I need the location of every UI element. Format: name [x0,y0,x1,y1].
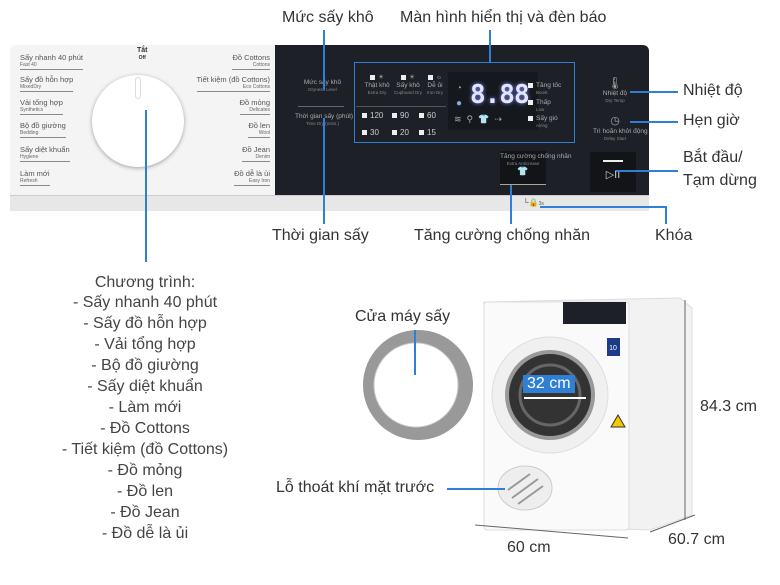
drum-diameter-label: 32 cm [523,375,575,393]
dial-pointer [135,77,141,99]
program-list-item: - Sấy nhanh 40 phút [72,294,218,311]
program-list-item: - Đồ Cottons [100,420,190,437]
callout-line [323,30,325,90]
time-120: 120 [362,111,383,120]
callout-line [145,110,147,262]
dryer-panel [563,302,626,324]
callout-line [414,330,416,375]
callout-anticrease: Tăng cường chống nhăn [414,227,590,244]
drum-icon: ● [456,98,463,109]
program-list-item: - Đồ Jean [110,504,180,521]
time-30: 30 [362,128,379,137]
display-highlight [354,62,575,143]
program-list-item: - Vải tổng hợp [94,336,196,353]
time-60: 60 [419,111,436,120]
callout-line [540,206,665,208]
callout-door: Cửa máy sấy [355,308,451,325]
callout-temp: Nhiệt độ [683,82,743,99]
callout-vent: Lỗ thoát khí mặt trước [276,479,435,496]
warning-icon [610,414,626,428]
door-glass [373,342,459,428]
program-dial[interactable] [92,75,184,167]
callout-lock: Khóa [655,227,693,244]
off-en: Off [138,55,146,61]
callout-display: Màn hình hiển thị và đèn báo [400,9,607,26]
off-vi: Tắt [137,47,148,54]
callout-line [323,118,325,224]
program-list-title: Chương trình: [94,274,196,291]
callout-line [489,30,491,62]
start-indicator [603,160,623,162]
digit-display: 8.88 [470,80,530,110]
clock-icon: ◔ [456,83,463,94]
program-list-item: - Đồ len [116,483,174,500]
callout-delay: Hẹn giờ [683,112,740,129]
program-list-item: - Sấy đồ hỗn hợp [83,315,207,332]
callout-line [447,488,505,490]
callout-line [630,91,678,93]
depth-label: 60.7 cm [668,531,725,548]
dryer-illustration: 10 [363,297,696,539]
program-list-item: - Sấy diệt khuẩn [87,378,203,395]
width-label: 60 cm [507,539,551,556]
play-pause-icon: ▷II [605,169,621,181]
time-90: 90 [392,111,409,120]
callout-dryness: Mức sấy khô [282,9,374,26]
energy-label [607,338,620,356]
height-label: 84.3 cm [700,398,757,415]
callout-line [510,185,512,224]
divider [298,106,344,107]
width-arrow [474,524,629,539]
program-list-item: - Tiết kiệm (đồ Cottons) [61,441,229,458]
callout-pause: Tạm dừng [683,172,757,189]
panel-strip [10,195,649,211]
divider [356,106,446,107]
callout-time-dry: Thời gian sấy [272,227,369,244]
program-right-2[interactable]: Tiết kiệm (đồ Cottons)Eco Cottons [196,75,270,92]
callout-line [665,206,667,224]
time-15: 15 [419,128,436,137]
program-list-item: - Đồ dễ là ủi [101,525,189,542]
callout-start: Bắt đầu/ [683,149,743,166]
shirt-icon: 👕 [517,166,529,177]
program-list-item: - Bộ đồ giường [91,357,199,374]
svg-text:10: 10 [609,345,617,352]
status-icons: ≋⚲👕⇢ [454,114,507,124]
lcd-screen [448,72,538,130]
lock-icon: └🔒3s [523,198,544,207]
callout-line [616,170,678,172]
callout-line [630,121,678,123]
program-list-item: - Làm mới [108,399,182,416]
time-dry-button[interactable]: Thời gian sấy (phút)Time Dry (mins.) [295,113,354,126]
depth-arrow [649,514,696,533]
time-20: 20 [392,128,409,137]
program-list-item: - Đồ mỏng [107,462,183,479]
start-pause-button[interactable]: ▷II [590,152,636,192]
